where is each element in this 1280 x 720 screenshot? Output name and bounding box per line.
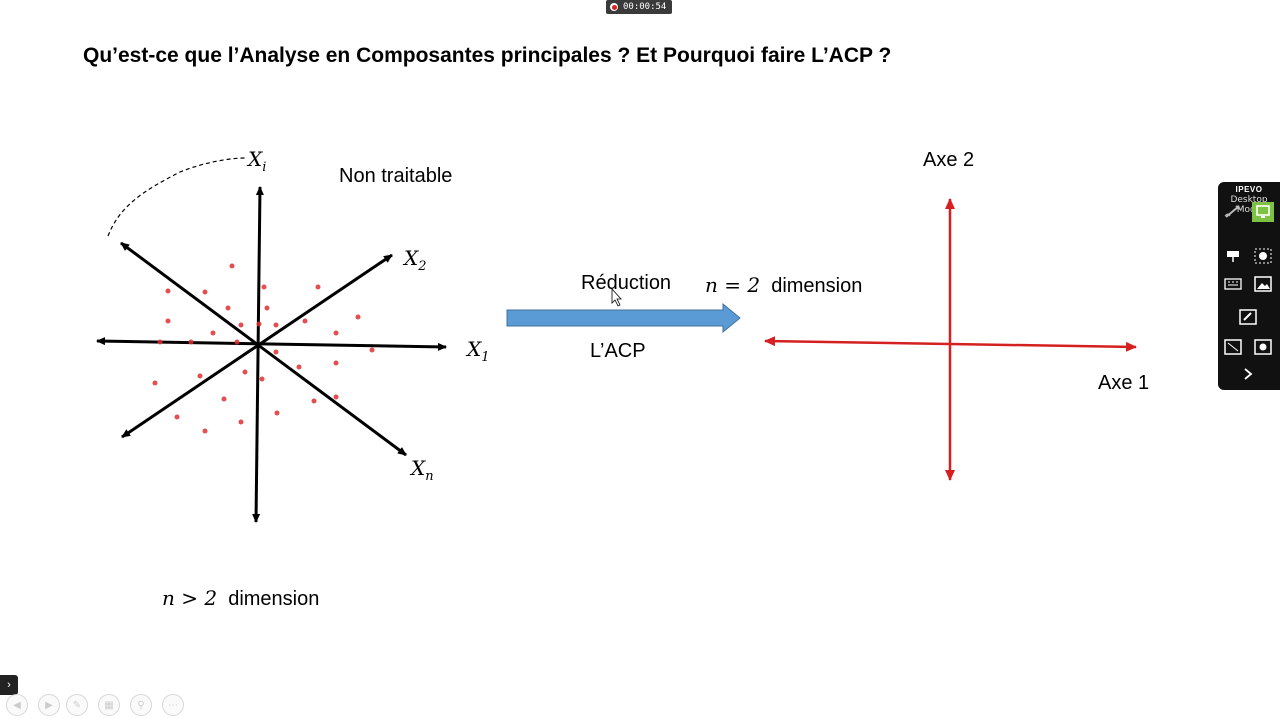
data-points (152, 263, 375, 434)
back-icon[interactable]: ◀ (6, 694, 28, 716)
dashed-continuation (107, 157, 247, 237)
forward-icon[interactable]: ▶ (38, 694, 60, 716)
desktop-mode-icon[interactable] (1252, 202, 1274, 222)
high-dim-axes (96, 186, 447, 523)
axe-1-line (764, 336, 1137, 352)
label-x2: X2 (404, 246, 427, 274)
pages-icon[interactable]: ▦ (98, 694, 120, 716)
label-axe-1: Axe 1 (1098, 372, 1150, 394)
more-icon[interactable]: ⋯ (162, 694, 184, 716)
label-n-greater-2: n > 2 dimension (162, 586, 320, 610)
open-menu-icon[interactable]: › (0, 675, 18, 695)
zoom-icon[interactable]: ⚲ (130, 694, 152, 716)
mouse-cursor-icon (611, 287, 622, 307)
label-reduction: Réduction (581, 272, 672, 294)
label-x1: X1 (467, 337, 490, 365)
axis-xn (120, 241, 407, 457)
whiteboard-icon[interactable] (1237, 307, 1259, 327)
axis-vertical (252, 186, 264, 523)
pen-icon[interactable] (1222, 202, 1244, 222)
label-xn: Xn (411, 456, 434, 484)
capture-icon[interactable] (1252, 337, 1274, 357)
recording-time: 00:00:54 (623, 2, 667, 12)
ipevo-toolbar: IPEVO Desktop Mode (1218, 182, 1280, 390)
label-xi: Xi (248, 147, 267, 175)
presentation-icon[interactable] (1222, 246, 1244, 266)
slide-title: Qu’est-ce que l’Analyse en Composantes p… (83, 44, 892, 67)
draw-area-icon[interactable] (1222, 337, 1244, 357)
record-icon (610, 3, 618, 11)
reduction-arrow (506, 302, 741, 334)
label-n-equals-2: n = 2 dimension (705, 273, 863, 297)
label-non-traitable: Non traitable (339, 165, 453, 187)
recording-indicator: 00:00:54 (606, 0, 672, 14)
desktop-mode-label: Desktop Mode (1230, 195, 1268, 215)
pen-tool-icon[interactable]: ✎ (66, 694, 88, 716)
axis-x1 (96, 337, 447, 351)
camera-icon[interactable] (1252, 246, 1274, 266)
label-acp: L’ACP (590, 340, 646, 362)
image-icon[interactable] (1252, 274, 1274, 294)
keyboard-icon[interactable] (1222, 274, 1244, 294)
ipevo-logo: IPEVO (1235, 185, 1263, 194)
label-axe-2: Axe 2 (923, 149, 975, 171)
expand-icon[interactable] (1237, 364, 1259, 384)
two-dim-axes (764, 198, 1137, 481)
